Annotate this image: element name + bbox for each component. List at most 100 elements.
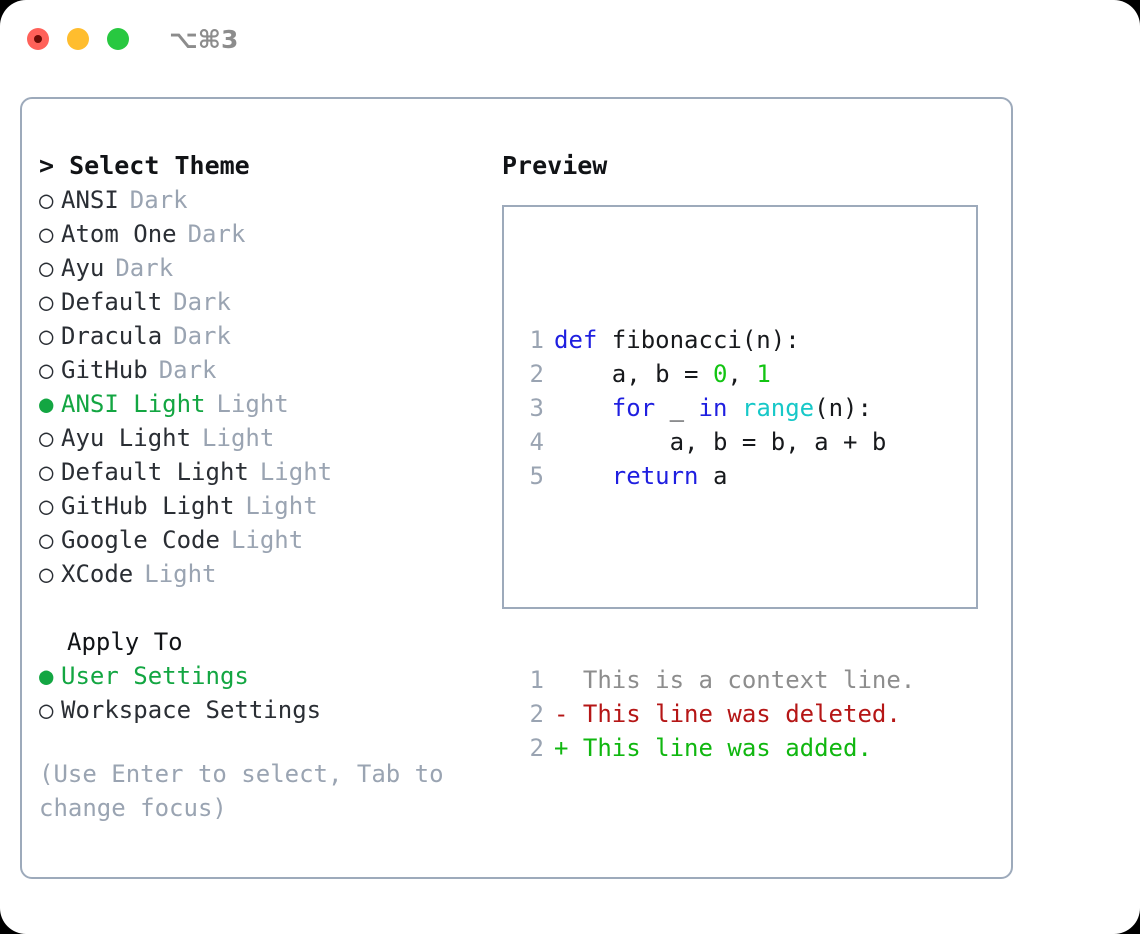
theme-option-label: ANSI Light xyxy=(61,390,206,418)
line-number: 5 xyxy=(529,462,544,490)
code-token xyxy=(554,462,612,490)
theme-option-ansi-light[interactable]: ●ANSI Light Light xyxy=(39,387,479,421)
code-token: , xyxy=(727,360,757,388)
code-token: a, b = xyxy=(554,360,713,388)
radio-unselected-icon: ○ xyxy=(39,526,54,554)
theme-option-kind: Dark xyxy=(187,220,246,248)
theme-option-xcode[interactable]: ○XCode Light xyxy=(39,557,479,591)
keyboard-shortcut-label: ⌥⌘3 xyxy=(169,24,239,54)
apply-to-option-user-settings[interactable]: ●User Settings xyxy=(39,659,479,693)
theme-option-kind: Light xyxy=(259,458,333,486)
code-token: 0 xyxy=(712,360,728,388)
theme-option-kind: Light xyxy=(202,424,275,452)
theme-option-kind: Light xyxy=(144,560,217,588)
apply-to-label: Apply To xyxy=(67,628,183,656)
maximize-button[interactable] xyxy=(107,28,129,50)
apply-to-list: ●User Settings○Workspace Settings xyxy=(39,659,479,727)
theme-option-label: Dracula xyxy=(61,322,163,350)
code-token: _ xyxy=(655,394,699,422)
code-line: 1 def fibonacci(n): xyxy=(522,323,915,357)
theme-option-label: XCode xyxy=(61,560,134,588)
radio-unselected-icon: ○ xyxy=(39,424,54,452)
diff-text: This line was added. xyxy=(582,734,872,762)
theme-option-default-light[interactable]: ○Default Light Light xyxy=(39,455,479,489)
theme-option-label: Ayu Light xyxy=(61,424,192,452)
diff-text: This is a context line. xyxy=(582,666,916,694)
code-token: (n): xyxy=(814,394,872,422)
close-button[interactable] xyxy=(27,28,49,50)
code-token: fibonacci(n): xyxy=(597,326,800,354)
code-token: range xyxy=(741,394,815,422)
diff-line: 2+ This line was added. xyxy=(522,731,915,765)
radio-selected-icon: ● xyxy=(39,390,54,418)
code-token: def xyxy=(554,326,598,354)
code-blank-line xyxy=(522,561,915,595)
apply-to-option-label: Workspace Settings xyxy=(61,696,322,724)
radio-unselected-icon: ○ xyxy=(39,186,54,214)
diff-sample: 1 This is a context line.2- This line wa… xyxy=(522,663,916,765)
radio-unselected-icon: ○ xyxy=(39,696,54,724)
code-line: 3 for _ in range(n): xyxy=(522,391,915,425)
code-token xyxy=(727,394,741,422)
theme-option-ayu[interactable]: ○Ayu Dark xyxy=(39,251,479,285)
radio-unselected-icon: ○ xyxy=(39,458,54,486)
keyboard-hint: (Use Enter to select, Tab to change focu… xyxy=(39,760,459,822)
theme-option-label: Default xyxy=(61,288,163,316)
code-token: a xyxy=(698,462,728,490)
theme-option-google-code[interactable]: ○Google Code Light xyxy=(39,523,479,557)
diff-text: This line was deleted. xyxy=(582,700,901,728)
theme-option-kind: Dark xyxy=(129,186,188,214)
radio-unselected-icon: ○ xyxy=(39,254,54,282)
theme-option-label: Google Code xyxy=(61,526,220,554)
page-title: > Select Theme xyxy=(39,151,250,180)
spacer xyxy=(39,591,479,625)
line-number: 1 xyxy=(529,326,544,354)
radio-unselected-icon: ○ xyxy=(39,492,54,520)
code-token: a, b = b, a + b xyxy=(554,428,887,456)
preview-title: Preview xyxy=(502,151,608,180)
code-line: 2 a, b = 0, 1 xyxy=(522,357,915,391)
code-token xyxy=(554,394,612,422)
radio-unselected-icon: ○ xyxy=(39,560,54,588)
theme-option-kind: Dark xyxy=(115,254,174,282)
line-number: 3 xyxy=(529,394,544,422)
theme-option-label: Ayu xyxy=(61,254,105,282)
title-bar: ⌥⌘3 xyxy=(0,0,1140,78)
diff-line-number: 2 xyxy=(529,700,544,728)
window-controls xyxy=(27,28,129,50)
radio-unselected-icon: ○ xyxy=(39,322,54,350)
theme-option-kind: Light xyxy=(216,390,289,418)
diff-line-number: 1 xyxy=(529,666,544,694)
theme-option-ayu-light[interactable]: ○Ayu Light Light xyxy=(39,421,479,455)
theme-option-label: Atom One xyxy=(61,220,177,248)
diff-line: 2- This line was deleted. xyxy=(522,697,915,731)
code-token: return xyxy=(611,462,699,490)
diff-line: 1 This is a context line. xyxy=(522,663,916,697)
code-token: 1 xyxy=(756,360,771,388)
apply-to-option-label: User Settings xyxy=(61,662,249,690)
theme-option-kind: Dark xyxy=(173,288,231,316)
minimize-button[interactable] xyxy=(67,28,89,50)
radio-unselected-icon: ○ xyxy=(39,356,54,384)
theme-option-kind: Light xyxy=(245,492,318,520)
theme-option-label: GitHub Light xyxy=(61,492,235,520)
theme-option-label: Default Light xyxy=(61,458,249,486)
apply-to-option-workspace-settings[interactable]: ○Workspace Settings xyxy=(39,693,479,727)
diff-marker: + xyxy=(554,734,583,762)
code-token: in xyxy=(698,394,728,422)
theme-option-label: GitHub xyxy=(61,356,148,384)
theme-option-github-light[interactable]: ○GitHub Light Light xyxy=(39,489,479,523)
code-line: 4 a, b = b, a + b xyxy=(522,425,915,459)
radio-selected-icon: ● xyxy=(39,662,54,690)
theme-option-kind: Light xyxy=(230,526,304,554)
